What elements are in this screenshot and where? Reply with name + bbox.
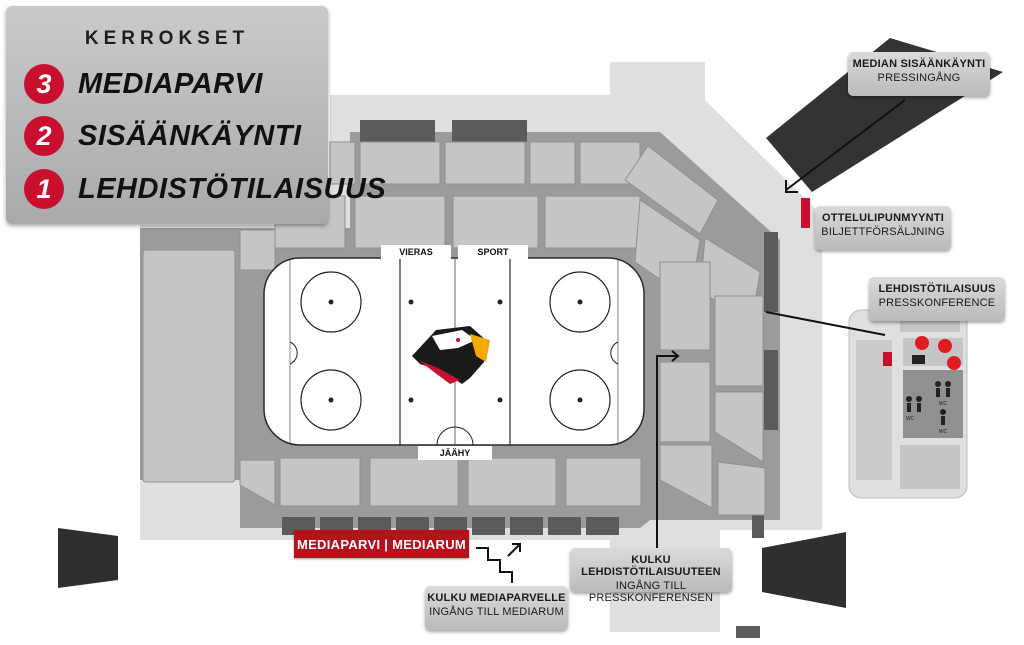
sport-label: SPORT — [458, 245, 528, 259]
legend-floor-3: 3 MEDIAPARVI — [24, 64, 263, 104]
legend-floor-1: 1 LEHDISTÖTILAISUUS — [24, 169, 386, 209]
wc-label-3: WC — [939, 429, 948, 435]
wc-label-1: WC — [906, 416, 915, 422]
seating-sections — [142, 141, 766, 516]
wc-label-2: WC — [939, 401, 948, 407]
eagle-head-logo-icon — [412, 326, 490, 384]
callout-title: OTTELULIPUNMYYNTI — [822, 212, 944, 224]
callout-subtitle: PRESSINGÅNG — [877, 72, 961, 84]
legend-floor-2: 2 SISÄÄNKÄYNTI — [24, 116, 302, 156]
entrance-wedge-left — [58, 528, 118, 588]
callout-title: KULKU MEDIAPARVELLE — [427, 592, 566, 604]
legend-title: KERROKSET — [84, 28, 250, 49]
media-room-label: MEDIAPARVI | MEDIARUM — [294, 530, 469, 558]
callout-subtitle: BILJETTFÖRSÄLJNING — [821, 226, 945, 238]
callout-title: KULKU LEHDISTÖTILAISUUTEEN — [581, 554, 721, 578]
callout-subtitle: PRESSKONFERENCE — [878, 297, 996, 309]
callout-title: MEDIAN SISÄÄNKÄYNTI — [852, 58, 986, 70]
callout-subtitle: INGÅNG TILL MEDIARUM — [429, 606, 564, 618]
callout-route-media: KULKU MEDIAPARVELLE INGÅNG TILL MEDIARUM — [425, 586, 568, 630]
route-lines — [476, 99, 906, 583]
floor-badge: 3 — [24, 64, 64, 104]
callout-title: LEHDISTÖTILAISUUS — [878, 283, 996, 295]
callout-route-press: KULKU LEHDISTÖTILAISUUTEEN INGÅNG TILL P… — [570, 548, 732, 604]
callout-media-entrance: MEDIAN SISÄÄNKÄYNTI PRESSINGÅNG — [848, 52, 990, 96]
entrance-wedge-right — [762, 532, 846, 608]
penalty-box-label: JÄÄHY — [418, 446, 492, 460]
floor-legend: KERROKSET 3 MEDIAPARVI 2 SISÄÄNKÄYNTI 1 … — [6, 6, 386, 224]
ticket-booth-marker — [801, 198, 810, 228]
callout-subtitle: INGÅNG TILL PRESSKONFERENSEN — [588, 580, 714, 604]
floor-badge: 2 — [24, 116, 64, 156]
floor-label: LEHDISTÖTILAISUUS — [78, 172, 387, 205]
press-conference-inset — [848, 309, 968, 499]
floor-label: SISÄÄNKÄYNTI — [78, 119, 302, 152]
away-bench-label: VIERAS — [381, 245, 451, 259]
floor-label: MEDIAPARVI — [78, 67, 263, 100]
floor-badge: 1 — [24, 169, 64, 209]
callout-press-conference: LEHDISTÖTILAISUUS PRESSKONFERENCE — [869, 277, 1005, 321]
callout-ticket-sales: OTTELULIPUNMYYNTI BILJETTFÖRSÄLJNING — [815, 206, 951, 250]
